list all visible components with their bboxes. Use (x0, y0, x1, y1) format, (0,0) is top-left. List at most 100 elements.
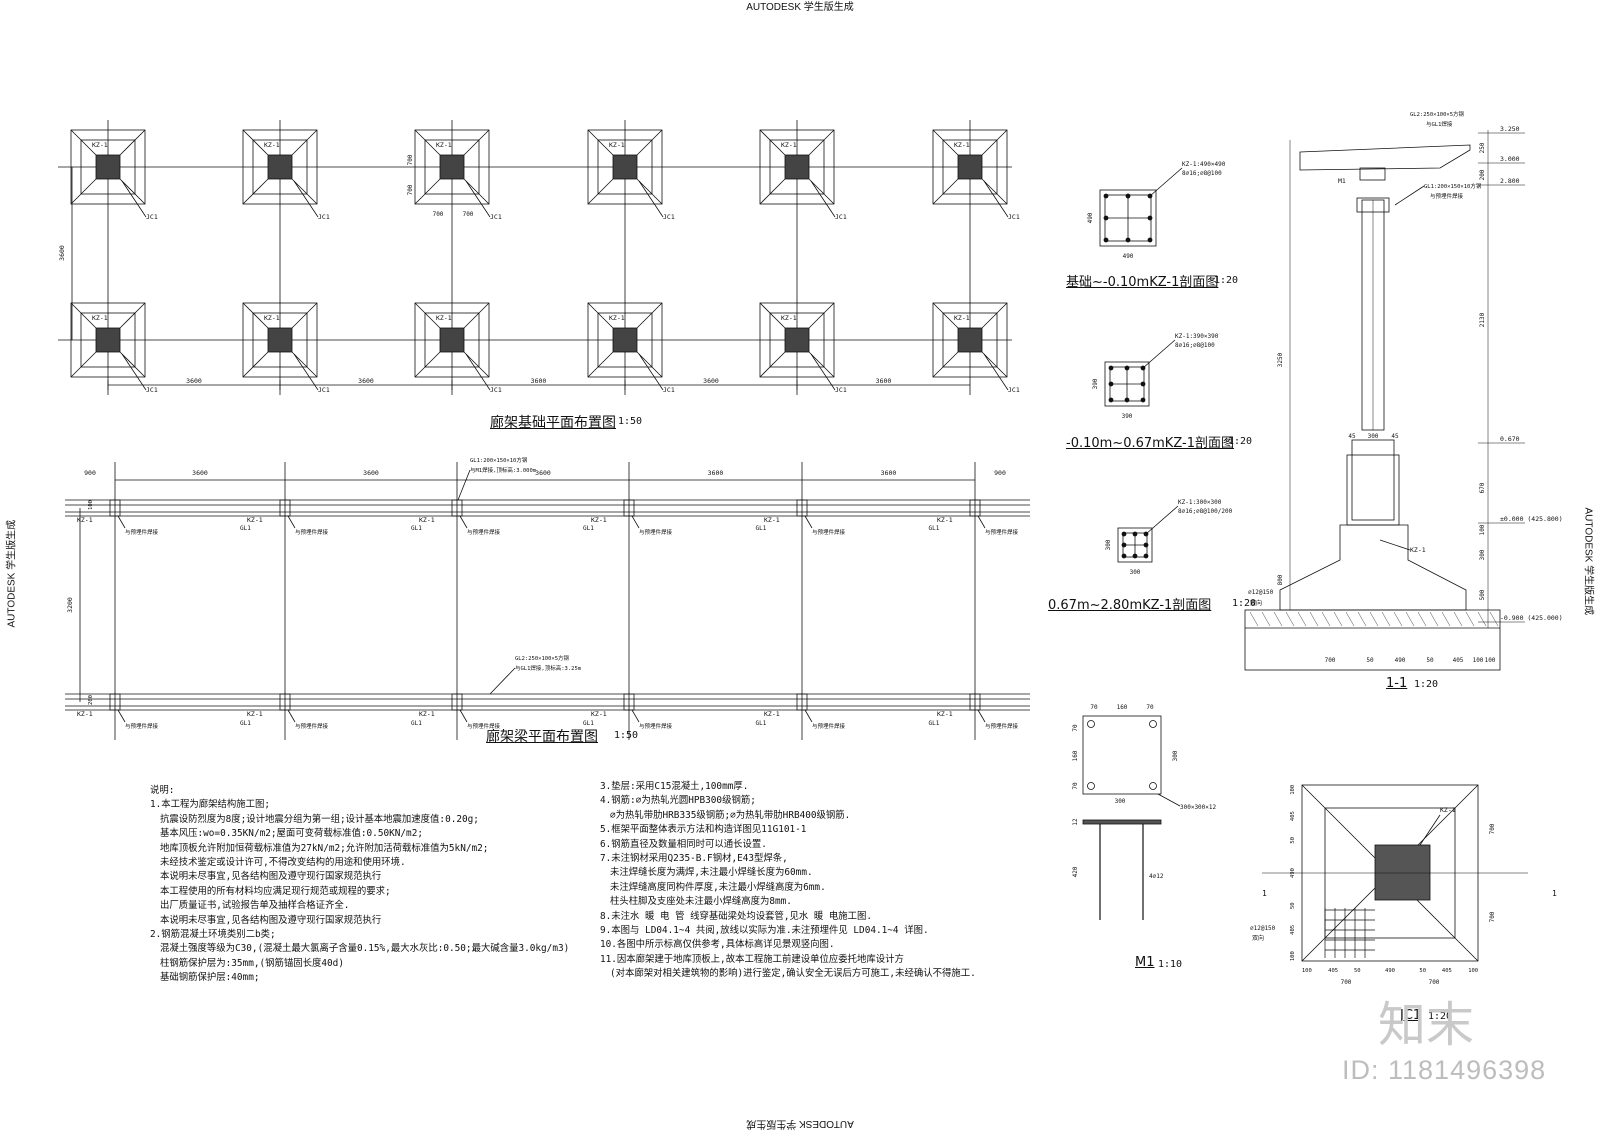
leader (1379, 539, 1411, 551)
note-right-line: 11.因本廊架建于地库顶板上,故本工程施工前建设单位应委托地库设计方 (600, 953, 904, 965)
m1-scale: 1:10 (1158, 959, 1183, 970)
hatch (1465, 611, 1475, 627)
footing-outline (414, 302, 490, 378)
m1-title: M1 (1135, 955, 1155, 970)
note-left-line: 本说明未尽事宜,见各结构图及遵守现行国家规范执行 (160, 914, 382, 926)
footing-slope (463, 351, 490, 378)
footing-outline (759, 302, 835, 378)
beam-tag: GL1 (240, 525, 251, 532)
drawing-id: ID: 1181496398 (1342, 1055, 1547, 1085)
foundation-plan-scale: 1:50 (618, 416, 643, 427)
dim-text: 3600 (363, 469, 379, 477)
column-tag: KZ-1 (247, 710, 263, 718)
footing-slope (70, 178, 97, 205)
footing-slope (291, 129, 318, 156)
section-mark: 1 (1552, 889, 1557, 898)
footing-slope (119, 129, 146, 156)
beam-tag: GL1 (756, 720, 767, 727)
general-notes-right: 3.垫层:采用C15混凝土,100mm厚.4.钢筋:⌀为热轧光圆HPB300级钢… (600, 780, 976, 982)
anchor-spec: 4⌀12 (1149, 873, 1164, 880)
anchor-hole (1149, 782, 1157, 790)
note-right-line: 5.框架平面整体表示方法和构造详图见11G101-1 (600, 824, 807, 836)
leader (631, 709, 640, 723)
beam-tag: GL1 (583, 720, 594, 727)
hatch (1357, 611, 1367, 627)
footing-slope (759, 302, 786, 329)
note-right-line: 9.本图与 LD04.1~4 共阅,放线以实际为准.未注预埋件见 LD04.1~… (600, 925, 929, 937)
footing-slope (932, 178, 959, 205)
footing-step (424, 312, 480, 368)
dim-text: 45 (1391, 433, 1399, 440)
rebar (1121, 553, 1127, 559)
hatch (1273, 611, 1283, 627)
rebar (1108, 365, 1114, 371)
footing-slope (70, 351, 97, 378)
rebar-note: ⌀12@150 (1248, 589, 1274, 596)
leader (117, 709, 126, 723)
column-kz1 (784, 154, 810, 180)
rebar-dir: 双向 (1252, 934, 1264, 942)
note-left-line: 2.钢筋混凝土环境类别二b类; (150, 929, 276, 941)
dim-text: 300 (1172, 750, 1179, 761)
note-right-line: ⌀为热轧带肋HRB335级钢筋;⌀为热轧带肋HRB400级钢筋. (610, 809, 851, 821)
section-c-title: 0.67m~2.80mKZ-1剖面图 (1048, 598, 1212, 613)
weld-note: 与预埋件焊接 (467, 528, 501, 536)
footing-outline (759, 129, 835, 205)
dim-text: 700 (1341, 979, 1352, 986)
footing-slope (759, 351, 786, 378)
footing-outline (70, 129, 146, 205)
footing-slope (119, 302, 146, 329)
dim-text: 200 (1479, 169, 1486, 180)
weld-note: 与预埋件焊接 (467, 722, 501, 730)
beam-plan-scale: 1:50 (614, 730, 639, 741)
footing-tag: JC1 (663, 386, 675, 394)
dim-text: 200 (88, 695, 94, 705)
jc1-scale: 1:20 (1428, 1011, 1453, 1022)
dim-text: 50 (1419, 968, 1426, 974)
rebar (1125, 237, 1131, 243)
section-spec1: KZ-1:490×490 (1182, 161, 1226, 168)
rebar (1121, 531, 1127, 537)
footing-slope (463, 302, 490, 329)
rebar (1108, 381, 1114, 387)
rebar (1143, 553, 1149, 559)
beam-tag: GL1 (411, 525, 422, 532)
weld-note: 与预埋件焊接 (812, 528, 846, 536)
dim-text: 700 (1489, 823, 1496, 834)
note-left-line: 混凝土强度等级为C30,(混凝土最大氯离子含量0.15%,最大水灰比:0.50;… (160, 943, 570, 955)
column-tag: KZ-1 (609, 314, 625, 322)
hatch (1249, 611, 1259, 627)
weld-note: 与预埋件焊接 (295, 528, 329, 536)
dim-text: 490 (1395, 657, 1406, 664)
kz-tag: KZ-1 (1440, 806, 1456, 814)
rebar (1121, 542, 1127, 548)
rebar-grid (1324, 908, 1375, 958)
leader (804, 709, 813, 723)
rebar-dir: 双向 (1250, 599, 1262, 607)
dim-text: 2130 (1479, 312, 1486, 327)
rebar (1124, 365, 1130, 371)
leader (810, 353, 836, 391)
footing-tag: JC1 (146, 213, 158, 221)
footing-step (942, 139, 998, 195)
dim-text: 3200 (66, 597, 74, 613)
dim-text: 100 (1468, 968, 1478, 974)
level-label: 0.670 (1500, 435, 1520, 443)
footing-outline (414, 129, 490, 205)
leader (977, 709, 986, 723)
dim-text: 3600 (192, 469, 208, 477)
rebar (1140, 397, 1146, 403)
footing-slope (932, 302, 959, 329)
column-tag: KZ-1 (954, 141, 970, 149)
section-a-scale: 1:20 (1214, 275, 1239, 286)
level-label: 3.250 (1500, 125, 1520, 133)
dim-text: 70 (1072, 782, 1079, 790)
column-kz1 (796, 499, 808, 517)
dim-text: 3600 (708, 469, 724, 477)
